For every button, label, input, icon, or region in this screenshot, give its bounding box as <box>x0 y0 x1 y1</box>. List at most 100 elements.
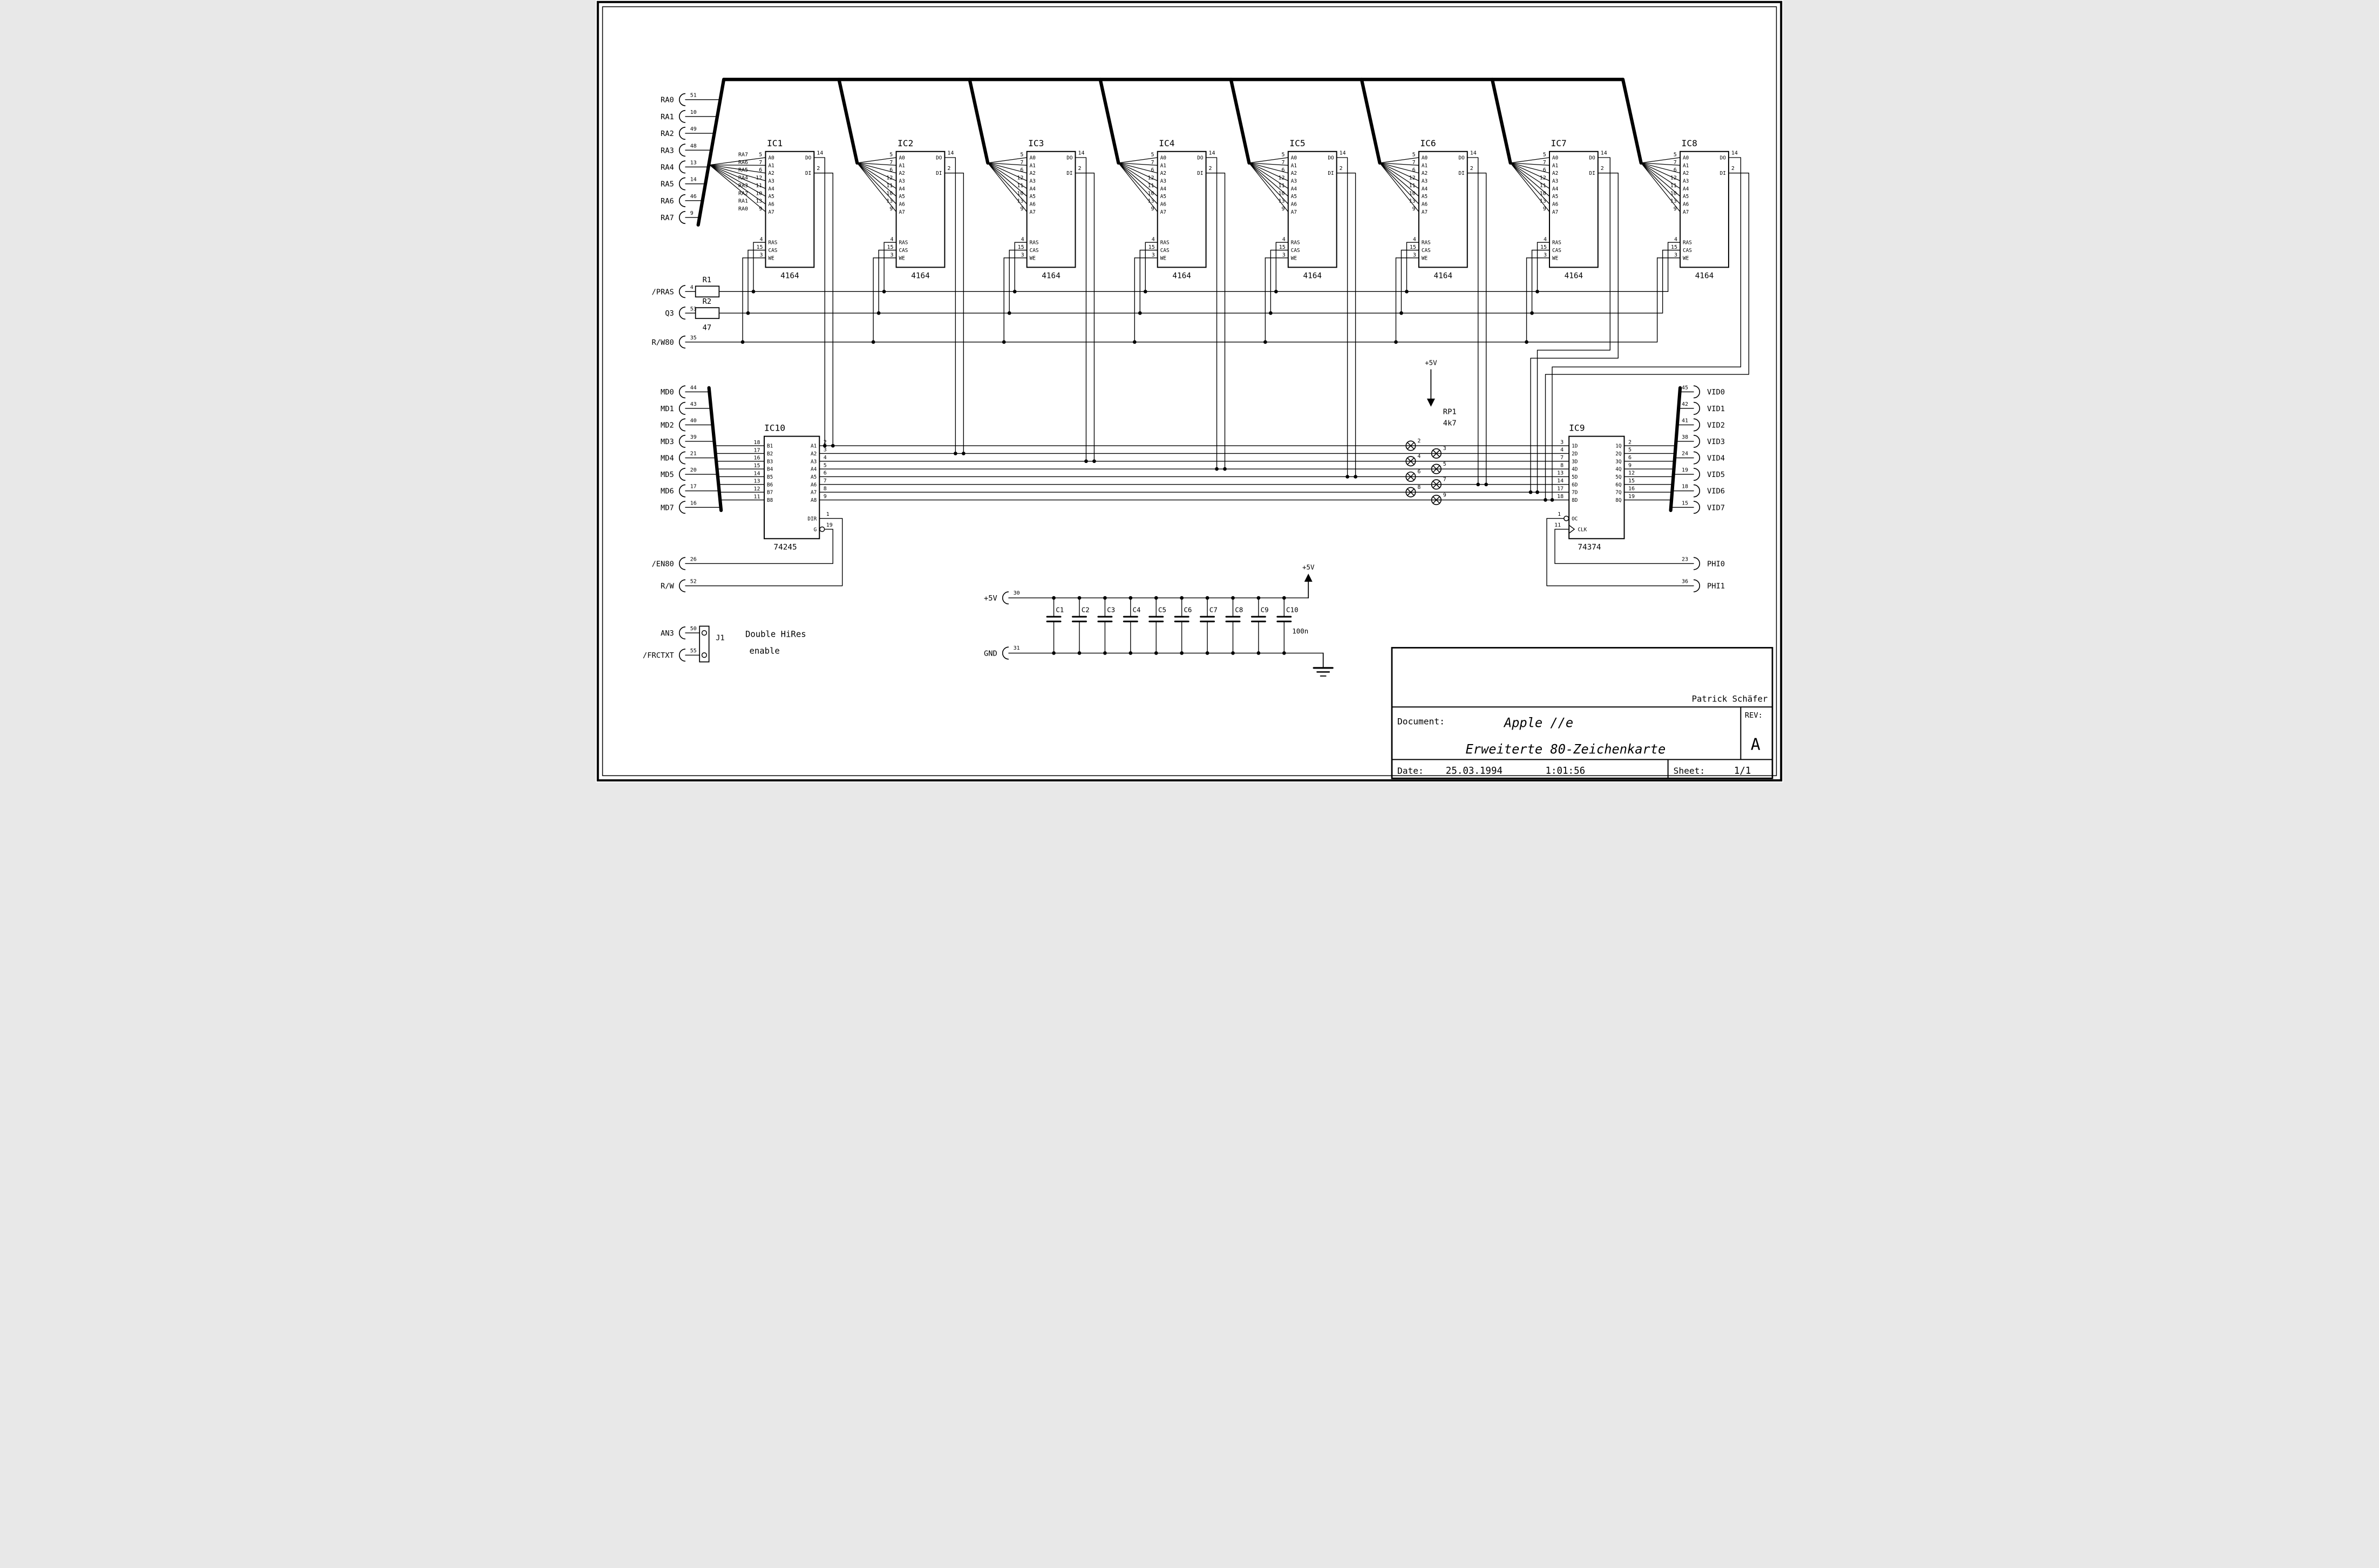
author: Patrick Schäfer <box>1692 694 1768 704</box>
label: 2Q <box>1615 451 1622 457</box>
label: 16 <box>690 500 697 506</box>
label: A5 <box>1291 194 1297 200</box>
label: 6 <box>1628 455 1632 461</box>
label: 3 <box>1021 252 1024 258</box>
label: 4 <box>824 455 827 461</box>
label: RA3 <box>661 146 674 155</box>
label: 18 <box>1557 494 1564 500</box>
label: 12 <box>753 486 760 492</box>
label: C5 <box>1158 605 1166 613</box>
label: WE <box>1422 255 1428 261</box>
label: A4 <box>1683 186 1689 192</box>
title-block: Patrick Schäfer Document: Apple //e Erwe… <box>1391 647 1773 779</box>
label: 9 <box>1412 206 1416 212</box>
label: 13 <box>1147 199 1154 204</box>
label: RA0 <box>738 206 748 212</box>
latch-IC9: IC97437431D42D73D84D135D146D177D188D21Q5… <box>1546 423 1725 592</box>
document-title-2: Erweiterte 80-Zeichenkarte <box>1466 741 1666 756</box>
label: VID6 <box>1707 487 1725 496</box>
label: 2 <box>1078 166 1081 172</box>
label: 10 <box>1670 190 1677 196</box>
label: A3 <box>811 459 817 465</box>
label: 14 <box>1557 478 1564 484</box>
label: B5 <box>767 474 773 480</box>
label: 3 <box>759 252 763 258</box>
label: RA6 <box>738 160 748 166</box>
label: IC10 <box>764 423 785 433</box>
label: Q3 <box>665 309 674 318</box>
label: 4 <box>1282 237 1286 243</box>
label: 4164 <box>1042 271 1061 280</box>
label: 7 <box>1282 160 1285 166</box>
label: A6 <box>768 202 774 208</box>
label: +5V <box>1302 563 1315 571</box>
label: A0 <box>1552 155 1559 161</box>
label: 7D <box>1572 490 1578 496</box>
label: 55 <box>690 648 697 654</box>
label: DO <box>1458 155 1465 161</box>
label: 5 <box>1628 447 1632 453</box>
label: enable <box>750 646 780 656</box>
label: RAS <box>768 240 777 246</box>
label: IC2 <box>898 138 913 148</box>
label: 13 <box>1017 199 1023 204</box>
label: 24 <box>1682 451 1688 457</box>
label: 4164 <box>1695 271 1714 280</box>
label: 8 <box>824 486 827 492</box>
label: 9 <box>759 206 762 212</box>
label: +5V <box>984 594 997 603</box>
label: R2 <box>703 297 712 306</box>
label: /EN80 <box>651 560 674 568</box>
label: A6 <box>1030 202 1036 208</box>
label: 4 <box>891 237 894 243</box>
label: 6 <box>1151 167 1154 173</box>
label: 4 <box>1544 237 1547 243</box>
schematic-canvas: RA051RA110RA249RA348RA413RA514RA646RA79I… <box>596 0 1783 783</box>
label: 12 <box>1540 175 1546 181</box>
label: 15 <box>1410 244 1416 250</box>
label: IC6 <box>1420 138 1436 148</box>
dram-IC7: IC741645A07A16A212A311A410A513A69A7DODI1… <box>1510 138 1619 494</box>
label: 12 <box>1409 175 1416 181</box>
label: 39 <box>690 434 697 440</box>
date-label: Date: <box>1397 766 1424 776</box>
label: 16 <box>753 455 760 461</box>
label: 6Q <box>1615 482 1622 488</box>
label: DI <box>936 171 942 176</box>
label: A7 <box>768 209 774 215</box>
label: 14 <box>947 150 954 156</box>
label: 4164 <box>1172 271 1191 280</box>
label: 11 <box>756 183 762 189</box>
label: 5 <box>1151 152 1154 158</box>
label: 6 <box>1282 167 1285 173</box>
label: DO <box>936 155 942 161</box>
label: 2 <box>1209 166 1212 172</box>
label: 74374 <box>1578 543 1601 551</box>
label: 2 <box>1417 438 1420 444</box>
label: 15 <box>753 463 760 469</box>
label: RAS <box>1030 240 1039 246</box>
label: 15 <box>756 244 763 250</box>
label: 13 <box>756 199 762 204</box>
label: 50 <box>690 626 697 632</box>
label: RA0 <box>661 96 674 105</box>
label: 26 <box>690 556 697 562</box>
label: A4 <box>1160 186 1167 192</box>
label: A0 <box>899 155 906 161</box>
label: 4D <box>1572 467 1578 473</box>
label: A4 <box>768 186 774 192</box>
label: 2 <box>947 166 950 172</box>
label: 47 <box>703 323 712 332</box>
label: 11 <box>1147 183 1154 189</box>
label: MD5 <box>661 471 674 479</box>
label: 14 <box>1470 150 1477 156</box>
label: 3D <box>1572 459 1578 465</box>
label: 7 <box>1443 477 1446 483</box>
label: DO <box>1589 155 1596 161</box>
label: A6 <box>1422 202 1428 208</box>
label: 8 <box>1417 485 1420 490</box>
label: A4 <box>1030 186 1036 192</box>
label: 4164 <box>1434 271 1453 280</box>
label: 1Q <box>1615 444 1622 449</box>
label: RAS <box>1160 240 1170 246</box>
